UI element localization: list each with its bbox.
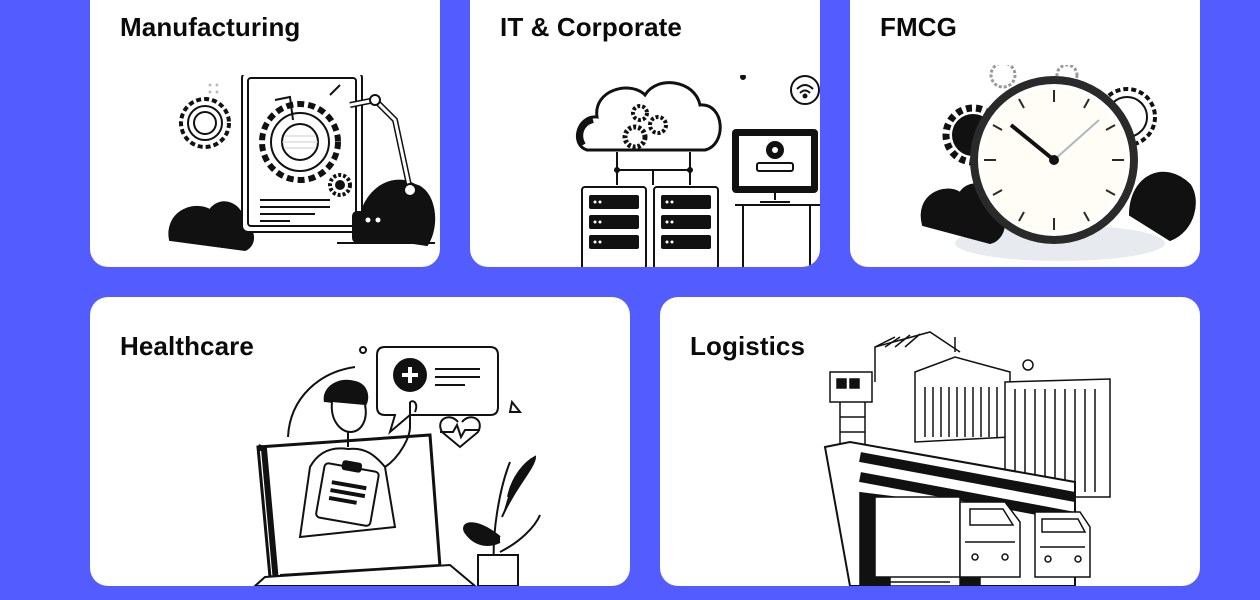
card-title: FMCG bbox=[880, 12, 957, 42]
card-title: Logistics bbox=[690, 331, 806, 361]
industry-card-healthcare[interactable]: Healthcare bbox=[90, 297, 630, 586]
robotic-arm-gears-icon bbox=[168, 75, 436, 252]
card-title: Manufacturing bbox=[120, 12, 301, 42]
card-title: IT & Corporate bbox=[500, 12, 682, 42]
industry-card-logistics[interactable]: Logistics bbox=[660, 297, 1200, 586]
clock-gears-icon bbox=[920, 65, 1196, 261]
industry-card-it-corporate[interactable]: IT & Corporate bbox=[470, 0, 820, 267]
industry-card-manufacturing[interactable]: Manufacturing bbox=[90, 0, 440, 267]
card-title: Healthcare bbox=[120, 331, 254, 361]
cloud-servers-icon bbox=[576, 75, 820, 267]
industry-card-fmcg[interactable]: FMCG bbox=[850, 0, 1200, 267]
warehouse-trucks-icon bbox=[823, 331, 1111, 586]
doctor-laptop-icon bbox=[253, 346, 541, 586]
